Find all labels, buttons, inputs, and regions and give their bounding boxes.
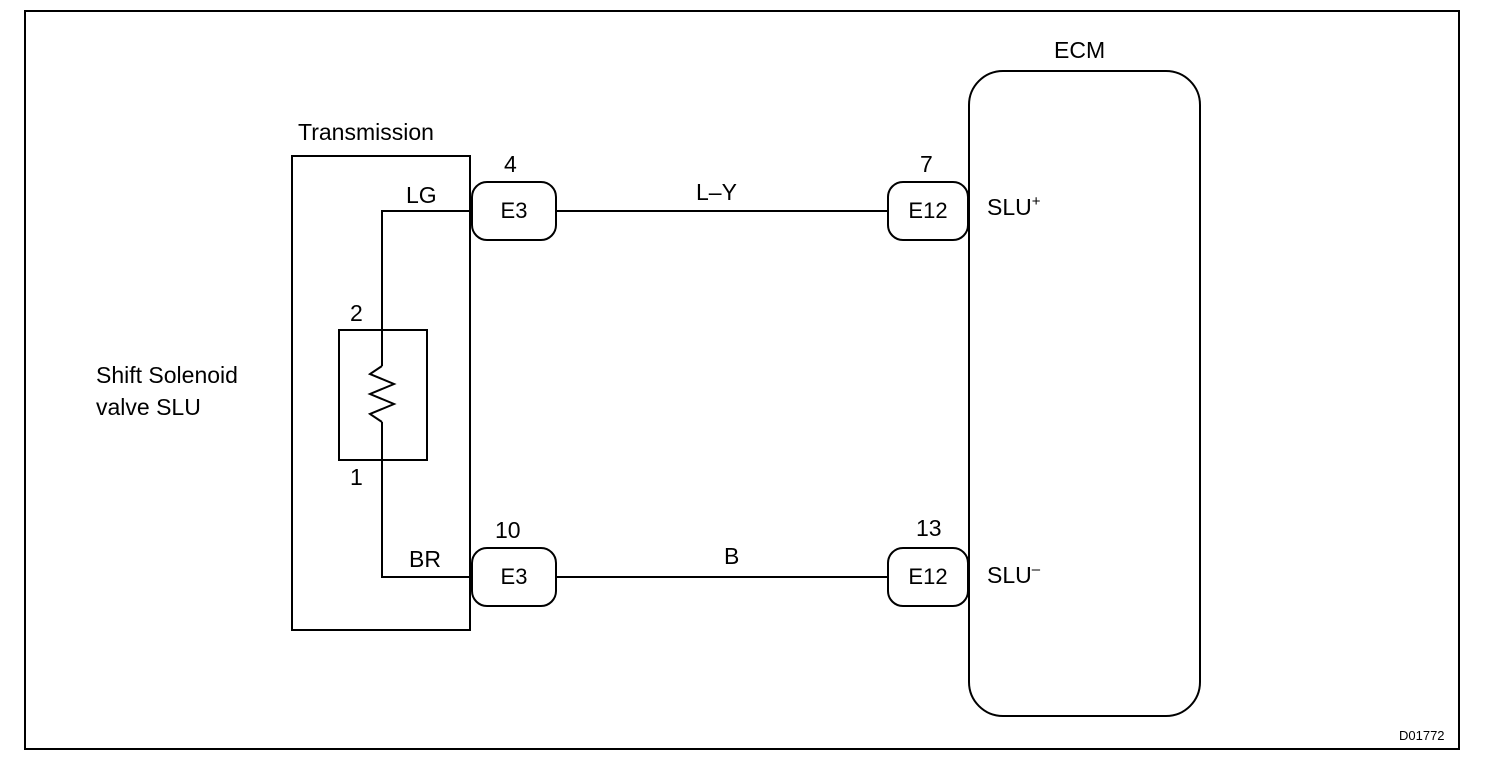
- transmission-label: Transmission: [298, 119, 434, 145]
- solenoid-label-line2: valve SLU: [96, 394, 201, 420]
- solenoid-label-line1: Shift Solenoid: [96, 362, 238, 388]
- solenoid-pin-bottom: 1: [350, 464, 363, 490]
- wire-color-l-y: L–Y: [696, 179, 737, 205]
- internal-wire-bottom: [381, 422, 470, 578]
- diagram-code: D01772: [1399, 728, 1445, 743]
- solenoid-pin-top: 2: [350, 300, 363, 326]
- solenoid-coil: [367, 365, 397, 423]
- connector-e3-top: E3: [471, 181, 557, 241]
- wire-label-lg: LG: [406, 182, 437, 208]
- ecm-pin-7: 7: [920, 151, 933, 177]
- wire-label-br: BR: [409, 546, 441, 572]
- terminal-slu-plus: SLU+: [987, 193, 1041, 220]
- tx-pin-10: 10: [495, 517, 521, 543]
- internal-wire-top: [381, 210, 470, 366]
- wire-color-b: B: [724, 543, 740, 569]
- connector-e12-bottom: E12: [887, 547, 969, 607]
- ecm-pin-13: 13: [916, 515, 942, 541]
- connector-e3-bottom: E3: [471, 547, 557, 607]
- diagram-frame: [24, 10, 1460, 750]
- terminal-slu-minus: SLU–: [987, 561, 1041, 588]
- connector-e12-top: E12: [887, 181, 969, 241]
- tx-pin-4: 4: [504, 151, 517, 177]
- ecm-label: ECM: [1054, 37, 1106, 63]
- transmission-box: [291, 155, 471, 631]
- ecm-box: [968, 70, 1201, 717]
